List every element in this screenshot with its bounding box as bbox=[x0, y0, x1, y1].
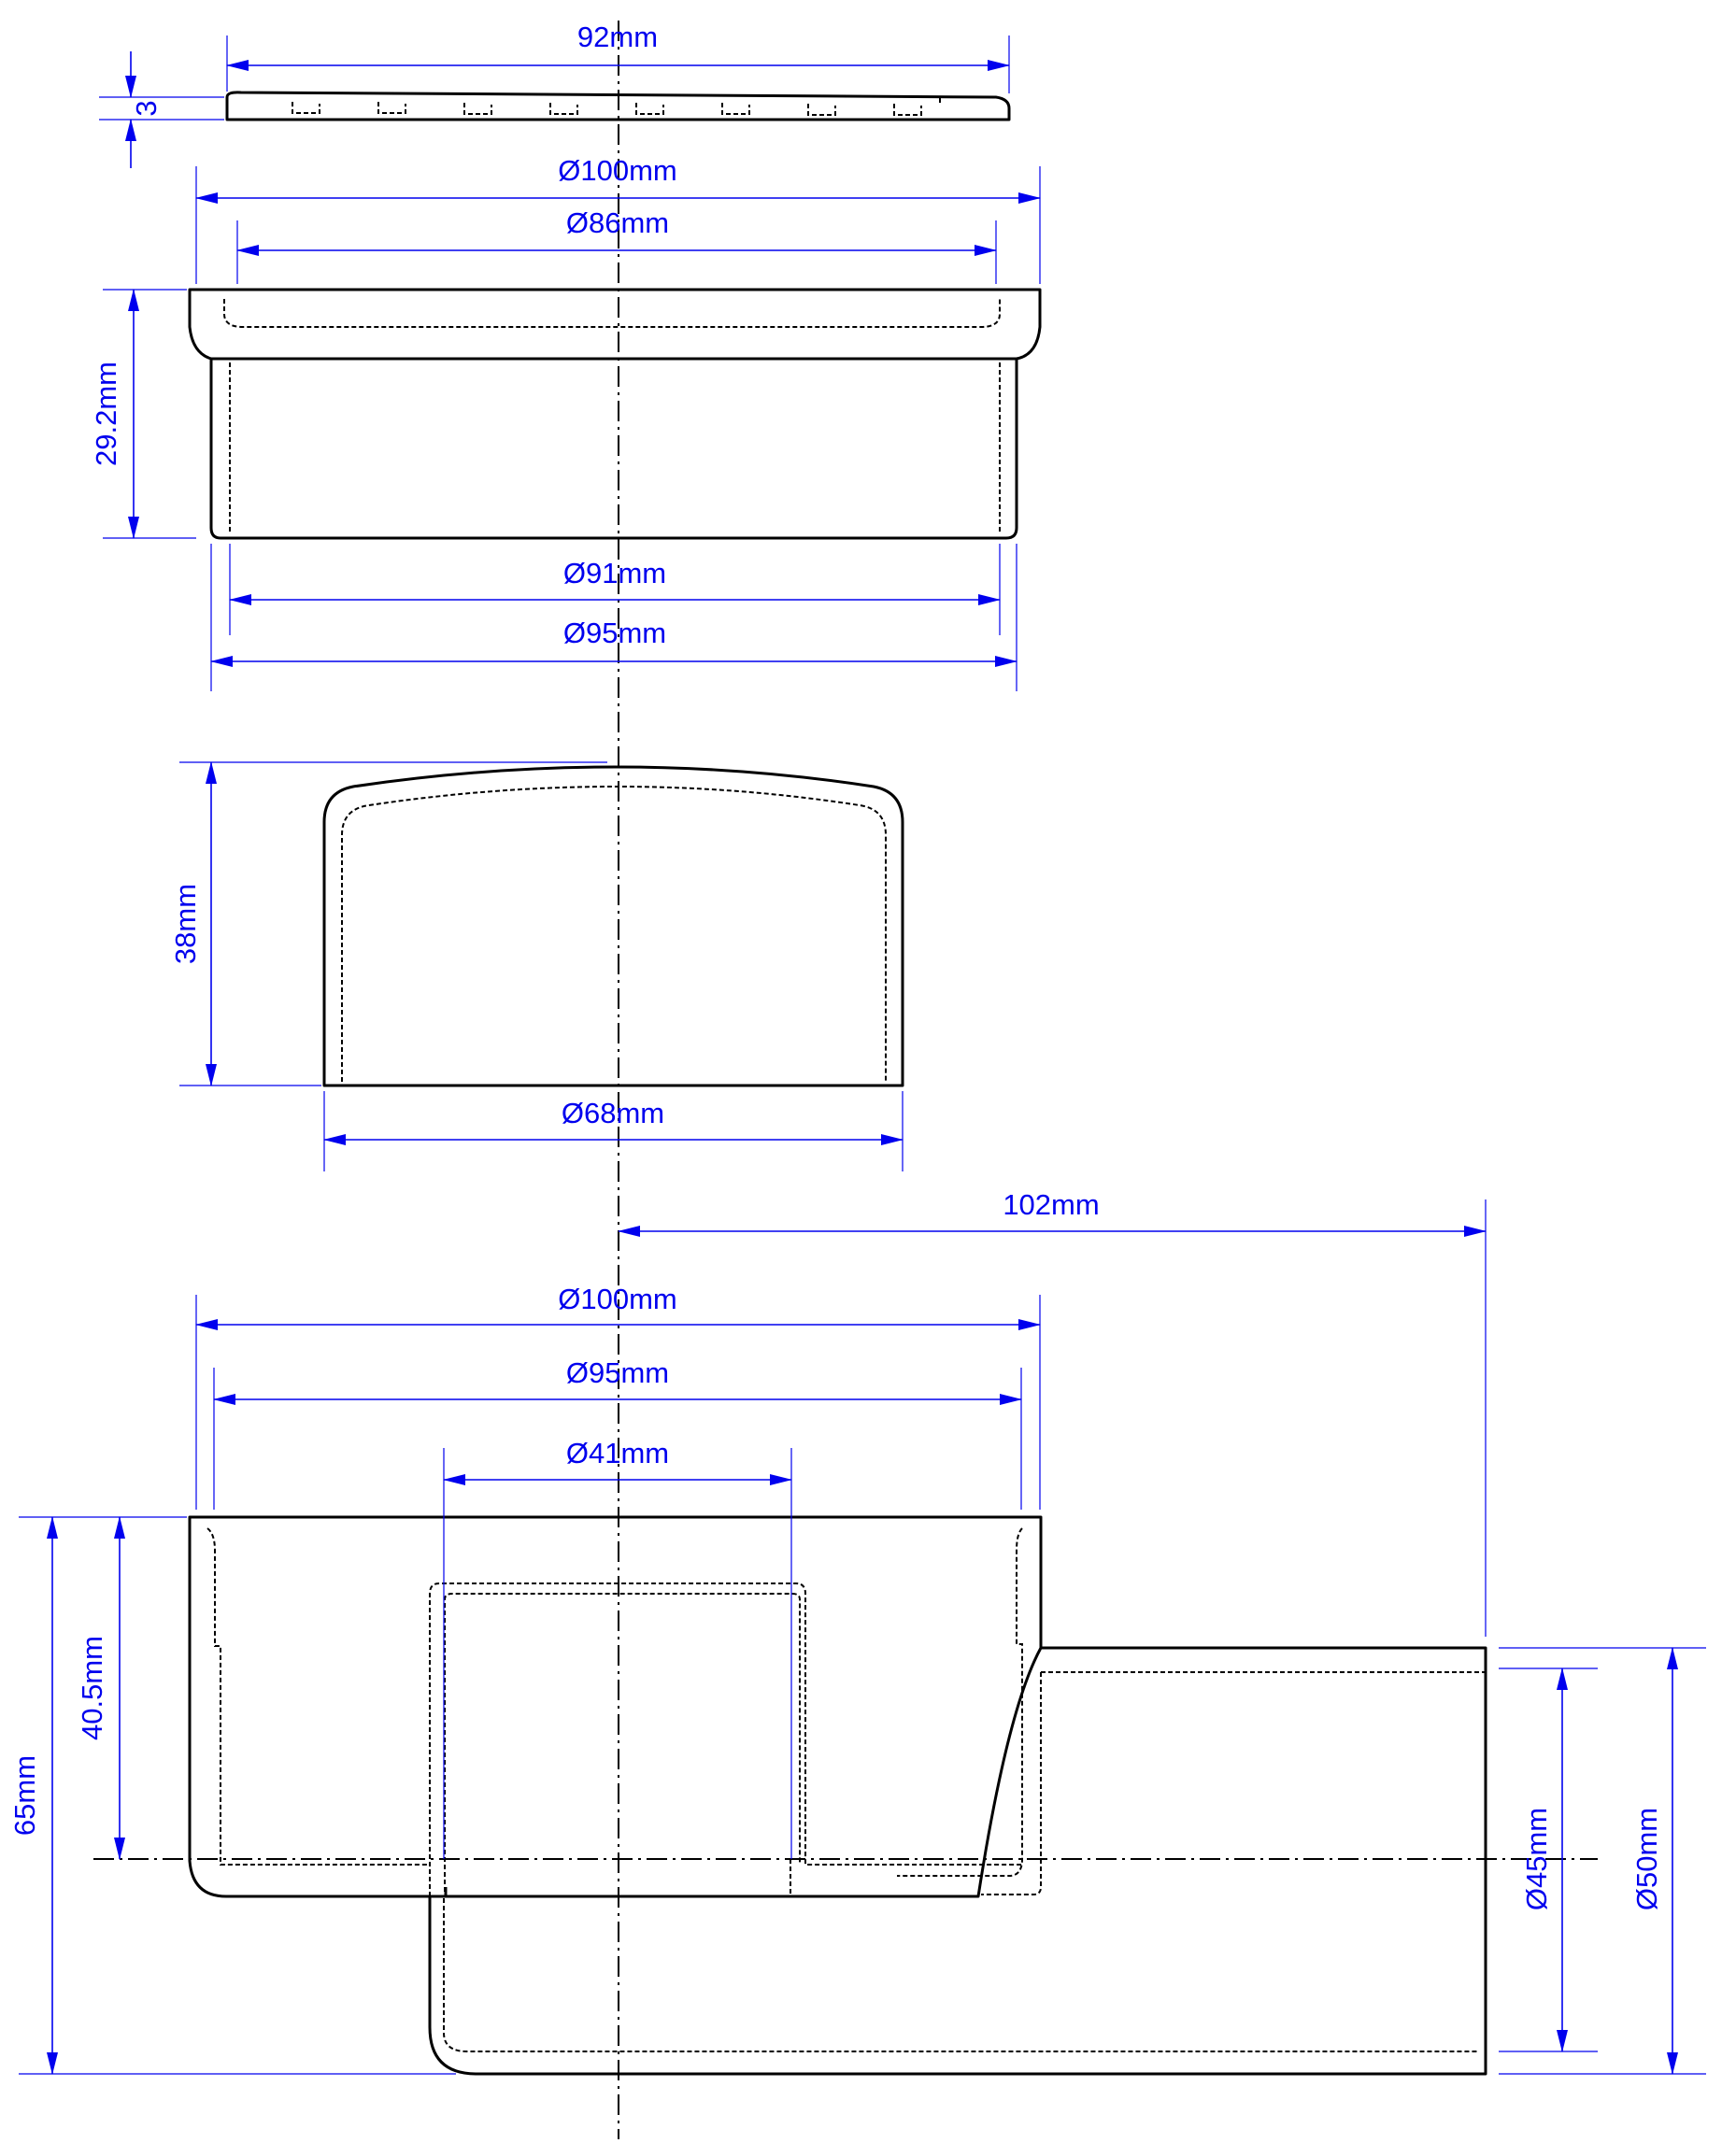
ring-part bbox=[188, 288, 1042, 540]
cap-part bbox=[322, 765, 904, 1087]
ring-outer-top-label: Ø100mm bbox=[558, 154, 676, 187]
grate-thickness-label: 3 bbox=[130, 100, 163, 116]
outlet-reach-label: 102mm bbox=[1003, 1188, 1099, 1221]
ring-inner-top-label: Ø86mm bbox=[566, 206, 669, 239]
body-inner-label: Ø41mm bbox=[566, 1437, 669, 1469]
cap-diameter-dimension: Ø68mm bbox=[323, 1091, 904, 1171]
body-water-seal-label: 40.5mm bbox=[76, 1636, 108, 1740]
cap-height-dimension: 38mm bbox=[169, 761, 607, 1086]
body-height-label: 65mm bbox=[8, 1755, 41, 1836]
grate-part bbox=[225, 91, 1011, 121]
ring-inner-bottom-label: Ø91mm bbox=[563, 557, 666, 589]
cap-diameter-label: Ø68mm bbox=[562, 1097, 664, 1129]
grate-width-dimension: 92mm bbox=[226, 21, 1010, 93]
body-water-seal-dimension: 40.5mm bbox=[76, 1516, 125, 1860]
ring-outer-bottom-label: Ø95mm bbox=[563, 617, 666, 649]
body-part bbox=[188, 1515, 1487, 2076]
outlet-outer-dimension: Ø50mm bbox=[1499, 1647, 1706, 2075]
body-socket-dimension: Ø95mm bbox=[213, 1356, 1022, 1510]
cap-height-label: 38mm bbox=[169, 884, 202, 964]
grate-thickness-dimension: 3 bbox=[99, 51, 224, 168]
ring-inner-bottom-dimension: Ø91mm bbox=[229, 544, 1001, 635]
ring-outer-top-dimension: Ø100mm bbox=[195, 154, 1041, 284]
grate-width-label: 92mm bbox=[577, 21, 658, 53]
outlet-inner-dimension: Ø45mm bbox=[1499, 1668, 1598, 2052]
ring-inner-top-dimension: Ø86mm bbox=[236, 206, 997, 284]
outlet-inner-label: Ø45mm bbox=[1520, 1808, 1553, 1910]
ring-height-dimension: 29.2mm bbox=[90, 289, 196, 539]
ring-outer-bottom-dimension: Ø95mm bbox=[210, 544, 1017, 691]
body-outer-dimension: Ø100mm bbox=[195, 1283, 1041, 1510]
ring-height-label: 29.2mm bbox=[90, 362, 122, 466]
body-socket-label: Ø95mm bbox=[566, 1356, 669, 1389]
body-height-dimension: 65mm bbox=[8, 1516, 456, 2075]
body-outer-label: Ø100mm bbox=[558, 1283, 676, 1315]
body-inner-dimension: Ø41mm bbox=[443, 1437, 792, 1859]
outlet-reach-dimension: 102mm bbox=[618, 1188, 1487, 1637]
outlet-outer-label: Ø50mm bbox=[1630, 1808, 1663, 1910]
